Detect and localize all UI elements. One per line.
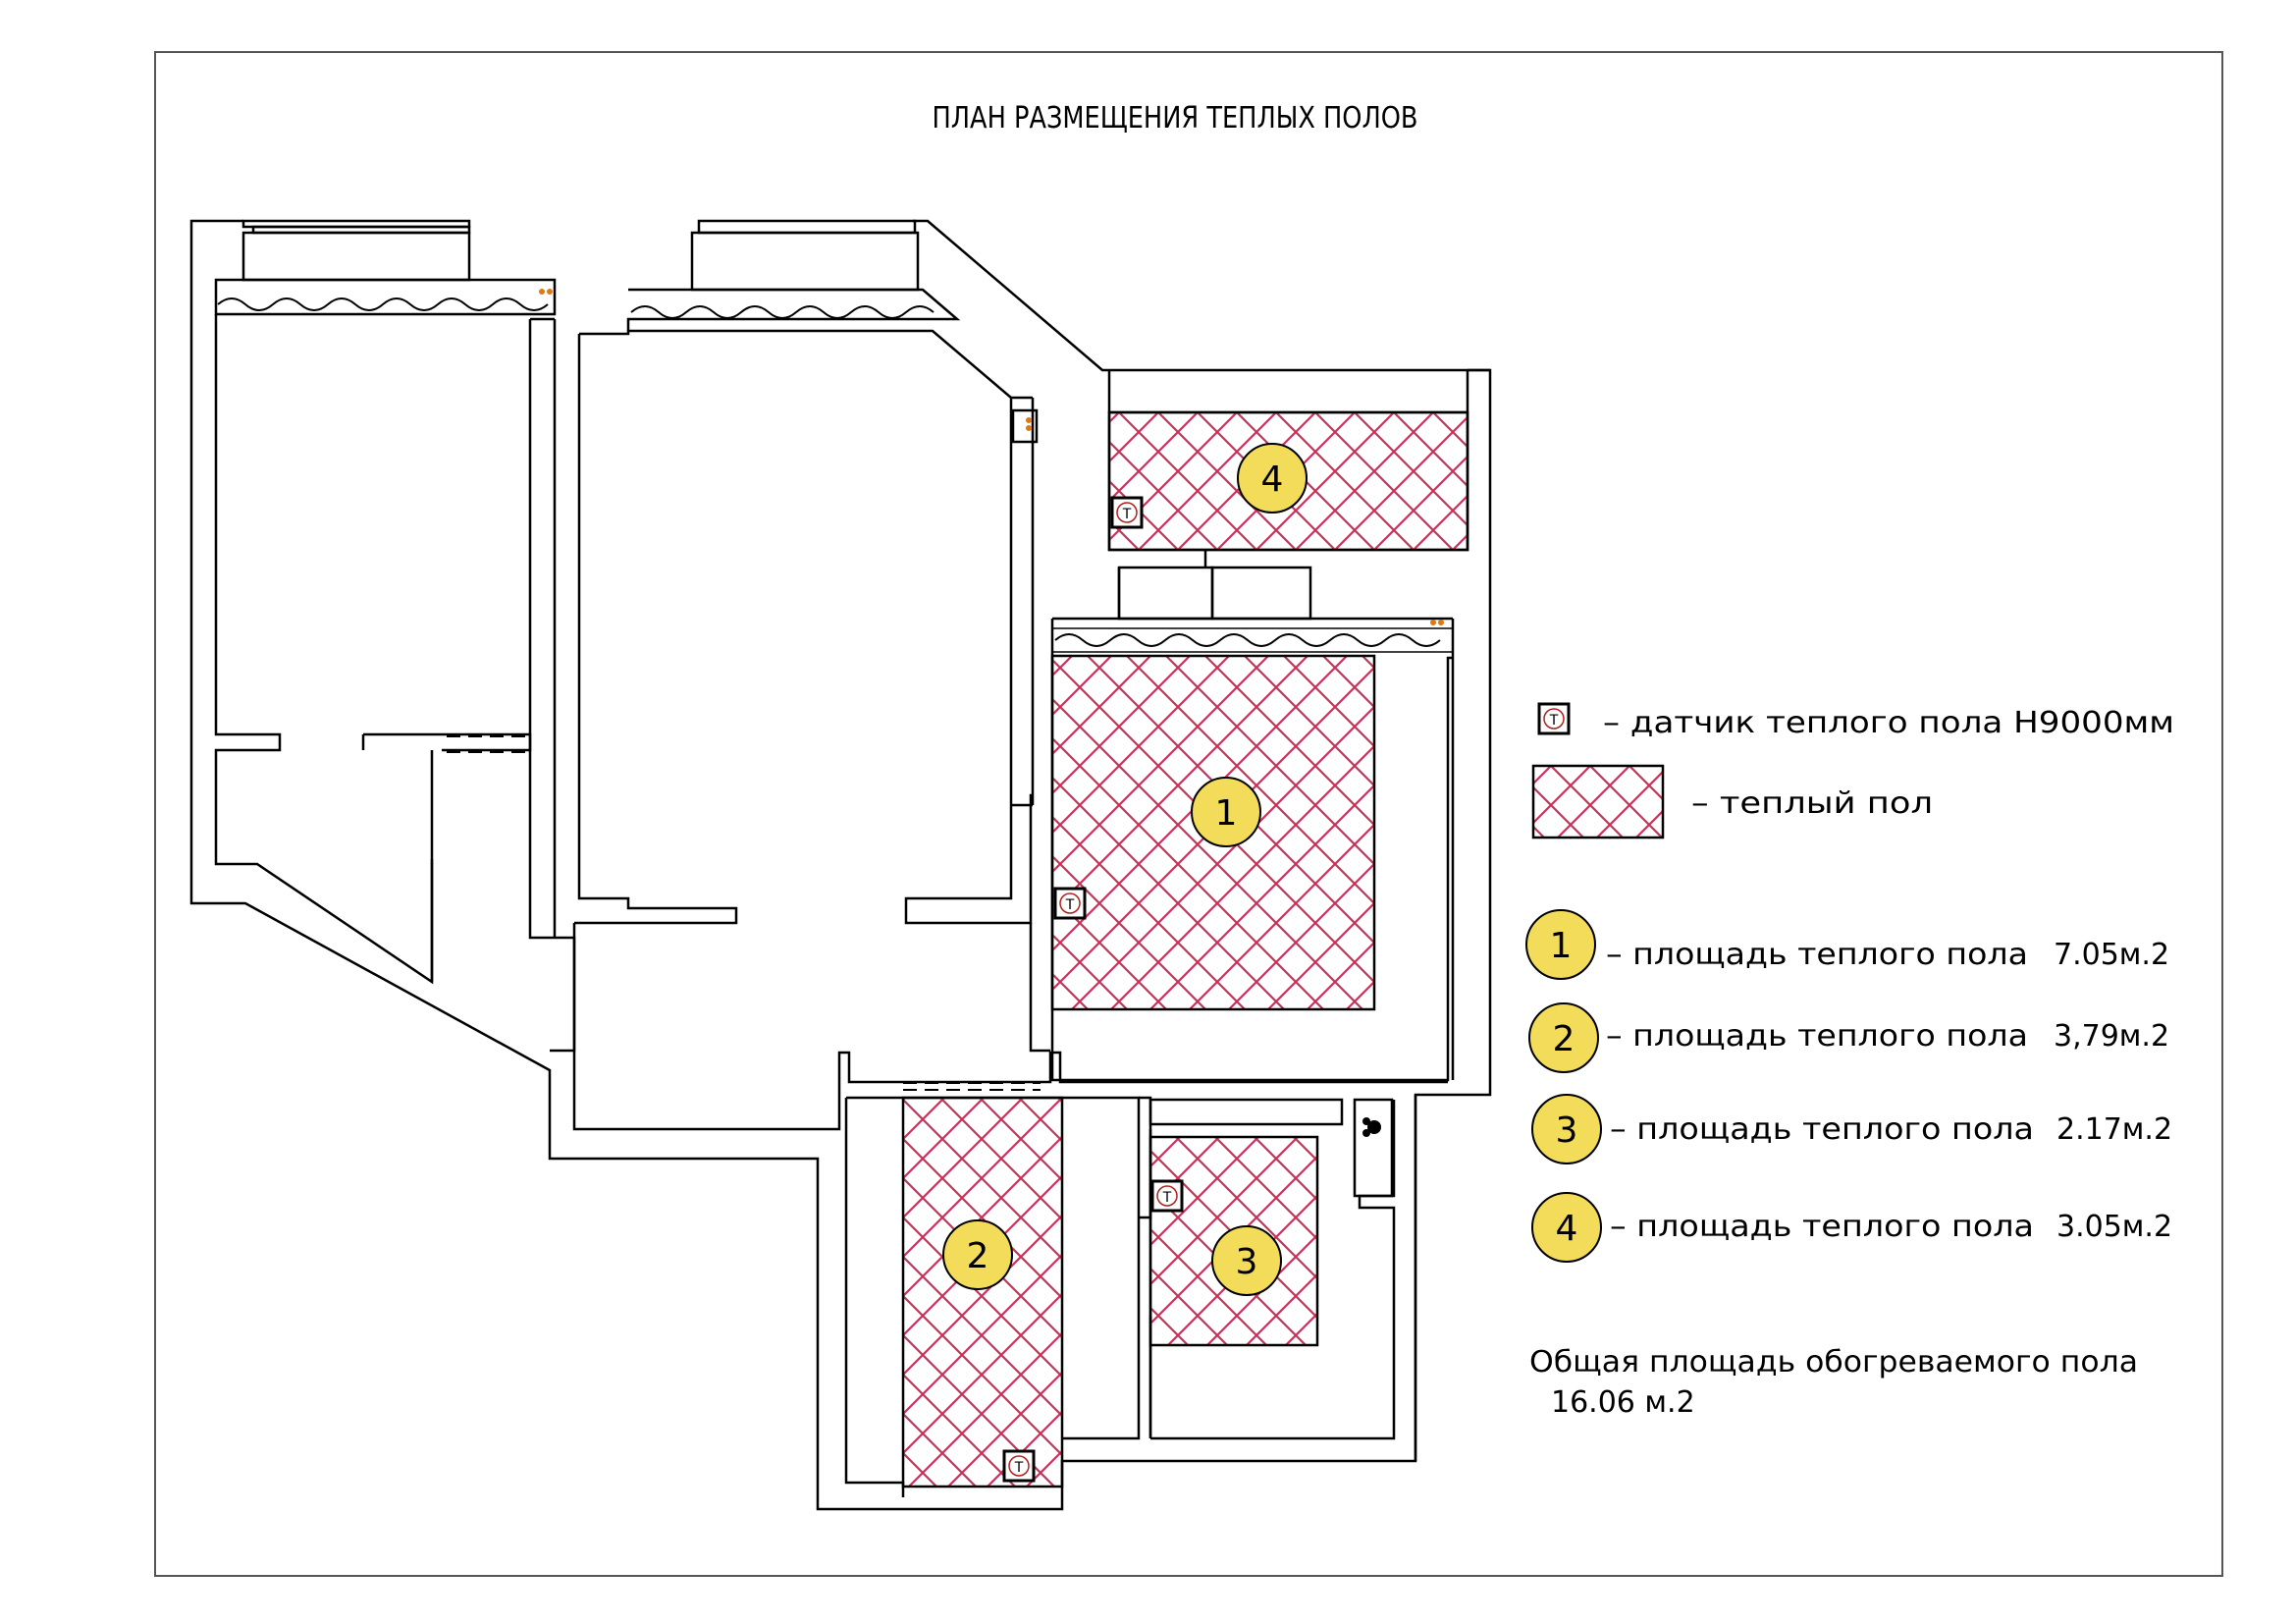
svg-text:Т: Т [1162,1190,1172,1206]
svg-text:2: 2 [1553,1019,1575,1059]
legend-area-row-4: 4 – площадь теплого пола 3.05м.2 [1531,1192,2172,1263]
svg-text:– площадь теплого пола: – площадь теплого пола [1606,1019,2028,1054]
legend-floor-text: – теплый пол [1691,786,1933,821]
legend-sensor-icon: Т [1537,702,1571,735]
heated-zone-2 [901,1096,1064,1488]
legend: Т – датчик теплого пола H9000мм – теплый… [1525,702,2174,1420]
floor-sensors: Т Т Т Т [1002,496,1184,1483]
svg-text:Т: Т [1014,1460,1024,1476]
zone-badge-4: 4 [1237,443,1308,514]
svg-text:4: 4 [1261,460,1284,500]
legend-area-row-1: 1 – площадь теплого пола 7.05м.2 [1525,909,2169,980]
svg-text:1: 1 [1550,926,1573,966]
radiator-waves [217,298,1454,653]
svg-text:2: 2 [967,1236,989,1276]
toilet-icon [1362,1117,1381,1137]
svg-text:3: 3 [1556,1110,1578,1151]
svg-text:Т: Т [1122,507,1132,522]
sensor-icon: Т [1110,496,1144,529]
svg-text:Т: Т [1549,713,1559,729]
sheet-frame [154,51,2223,1577]
zone-badge-1: 1 [1191,777,1261,847]
svg-text:7.05м.2: 7.05м.2 [2054,938,2169,972]
total-area-label: Общая площадь обогреваемого пола [1529,1345,2138,1380]
svg-text:3.05м.2: 3.05м.2 [2056,1210,2172,1244]
svg-text:3,79м.2: 3,79м.2 [2054,1019,2169,1054]
legend-sensor-text: – датчик теплого пола H9000мм [1603,706,2174,740]
svg-text:– площадь теплого пола: – площадь теплого пола [1606,938,2028,972]
svg-text:1: 1 [1215,793,1238,834]
socket-marks [539,289,1444,625]
svg-text:– площадь теплого пола: – площадь теплого пола [1610,1112,2034,1147]
legend-area-row-2: 2 – площадь теплого пола 3,79м.2 [1528,1002,2169,1073]
sensor-icon: Т [1002,1449,1036,1483]
sensor-icon: Т [1053,887,1087,920]
zone-badges: 1 2 3 4 [942,443,1308,1296]
big-room-inner [579,329,1033,925]
svg-text:4: 4 [1556,1209,1578,1249]
page-title: ПЛАН РАЗМЕЩЕНИЯ ТЕПЛЫХ ПОЛОВ [933,101,1418,135]
door-openings [447,735,1041,1091]
legend-area-row-3: 3 – площадь теплого пола 2.17м.2 [1531,1094,2172,1164]
sensor-icon: Т [1150,1179,1184,1213]
svg-text:Т: Т [1065,897,1075,913]
legend-floor-swatch [1531,764,1665,839]
total-area-value: 16.06 м.2 [1551,1385,1695,1420]
zone-badge-2: 2 [942,1219,1013,1290]
heated-zones [901,410,1469,1488]
svg-text:2.17м.2: 2.17м.2 [2056,1112,2172,1147]
left-room-inner [214,314,434,985]
svg-text:3: 3 [1236,1242,1258,1282]
partition-left [528,319,576,1053]
svg-text:– площадь теплого пола: – площадь теплого пола [1610,1210,2034,1244]
zone-badge-3: 3 [1211,1225,1282,1296]
